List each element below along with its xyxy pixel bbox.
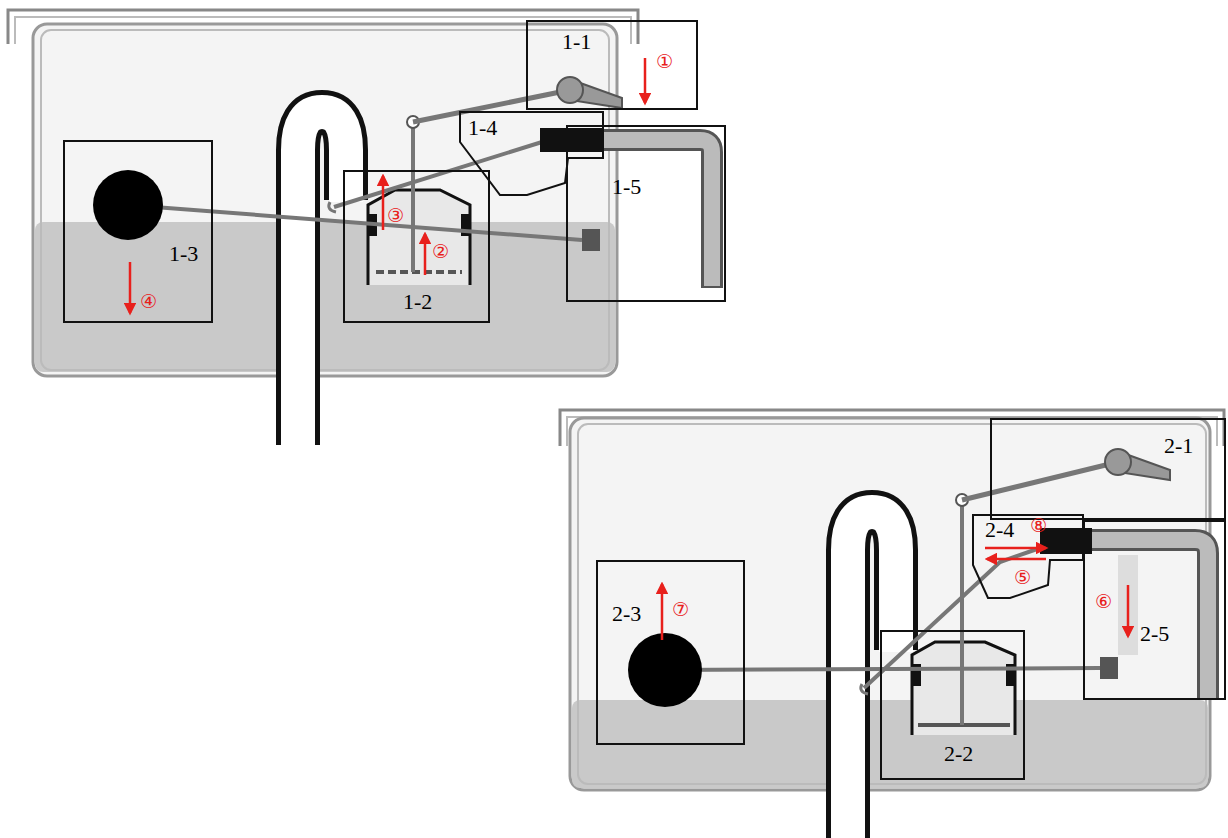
callout-number: ⑥ bbox=[1095, 590, 1112, 612]
callout-number: ① bbox=[656, 50, 673, 72]
part-label: 1-3 bbox=[169, 242, 198, 266]
callout-number: ③ bbox=[387, 204, 404, 226]
part-label: 1-2 bbox=[403, 290, 432, 314]
part-box: 1-2 bbox=[343, 170, 490, 323]
part-label: 2-4 bbox=[985, 518, 1014, 542]
callout-number: ⑤ bbox=[1014, 566, 1031, 588]
part-box: 2-3 bbox=[596, 560, 745, 745]
part-label: 2-3 bbox=[612, 602, 641, 626]
part-label: 2-5 bbox=[1140, 622, 1169, 646]
outline-polygon-box: 1-4 bbox=[458, 110, 605, 197]
part-box: 1-5 bbox=[566, 125, 726, 302]
part-label: 1-5 bbox=[612, 175, 641, 199]
part-box: 1-3 bbox=[63, 140, 213, 323]
callout-number: ⑦ bbox=[672, 598, 689, 620]
callout-number: ④ bbox=[140, 290, 157, 312]
part-box: 2-2 bbox=[880, 630, 1025, 780]
callout-number: ② bbox=[432, 240, 449, 262]
part-label: 2-2 bbox=[944, 742, 973, 766]
outline-polygon-path bbox=[973, 515, 1083, 598]
part-box: 2-1 bbox=[990, 418, 1226, 520]
callout-number: ⑧ bbox=[1030, 514, 1047, 536]
part-label: 1-4 bbox=[468, 116, 497, 140]
part-label: 1-1 bbox=[562, 30, 591, 54]
part-label: 2-1 bbox=[1164, 434, 1193, 458]
